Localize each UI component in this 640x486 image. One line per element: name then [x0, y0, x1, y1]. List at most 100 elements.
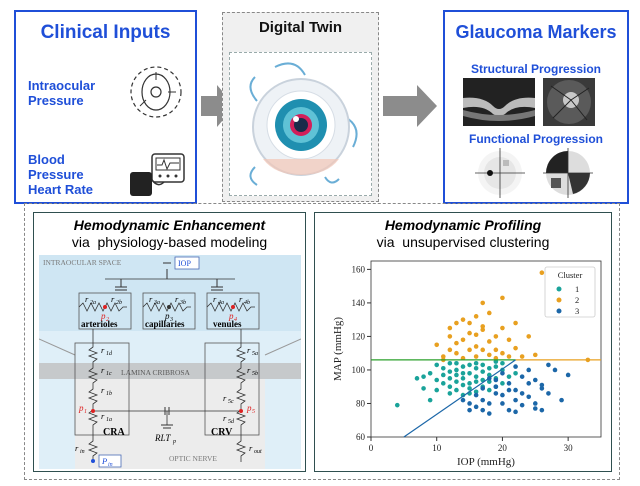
data-point-cluster-3	[552, 367, 558, 373]
y-tick-label: 100	[352, 365, 366, 375]
data-point-cluster-3	[565, 372, 571, 378]
svg-text:5d: 5d	[228, 419, 235, 425]
svg-text:r: r	[175, 294, 179, 304]
data-point-cluster-2	[480, 324, 486, 329]
clinical-inputs-title: Clinical Inputs	[40, 22, 171, 43]
svg-text:4b: 4b	[244, 299, 250, 306]
data-point-cluster-3	[519, 391, 525, 396]
blood-pressure-monitor-icon	[130, 153, 185, 196]
legend-marker-2	[556, 297, 562, 303]
data-point-cluster-1	[480, 369, 486, 374]
data-point-cluster-1	[447, 369, 453, 374]
svg-text:5: 5	[252, 409, 255, 415]
intraocular-space-label: INTRAOCULAR SPACE	[43, 258, 122, 267]
data-point-cluster-1	[440, 372, 446, 378]
data-point-cluster-2	[454, 340, 459, 346]
svg-text:2a: 2a	[90, 300, 96, 306]
data-point-cluster-1	[447, 376, 453, 381]
svg-text:r: r	[75, 443, 79, 453]
svg-text:r: r	[223, 393, 227, 403]
data-point-cluster-2	[493, 347, 499, 353]
y-tick-label: 160	[352, 264, 366, 274]
hemodynamic-profiling-subtitle: via unsupervised clustering	[376, 234, 550, 250]
rlt-label: RLT	[154, 433, 171, 443]
data-point-cluster-3	[539, 382, 545, 388]
data-point-cluster-3	[486, 401, 492, 406]
lamina-cribrosa-label: LAMINA CRIBROSA	[121, 368, 191, 377]
svg-text:4a: 4a	[218, 299, 224, 306]
data-point-cluster-3	[559, 397, 564, 403]
legend-label-1: 1	[575, 284, 579, 294]
svg-text:P: P	[101, 456, 107, 466]
data-point-cluster-3	[493, 391, 499, 396]
data-point-cluster-2	[480, 327, 486, 333]
data-point-cluster-2	[500, 295, 505, 301]
svg-text:r: r	[239, 294, 243, 304]
y-tick-label: 140	[352, 298, 366, 308]
legend-label-3: 3	[575, 306, 579, 316]
data-point-cluster-3	[506, 381, 512, 386]
svg-text:5c: 5c	[228, 399, 234, 405]
data-point-cluster-1	[473, 379, 479, 384]
data-point-cluster-1	[486, 372, 492, 378]
data-point-cluster-3	[493, 377, 499, 383]
hemodynamic-profiling-title: Hemodynamic Profiling	[384, 217, 542, 233]
svg-text:r: r	[111, 294, 115, 304]
data-point-cluster-3	[526, 381, 532, 386]
svg-text:5b: 5b	[252, 371, 258, 377]
svg-text:in: in	[80, 449, 85, 455]
data-point-cluster-2	[532, 352, 538, 358]
data-point-cluster-2	[467, 347, 472, 353]
data-point-cluster-3	[480, 407, 486, 413]
svg-text:in: in	[108, 462, 113, 468]
structural-progression-label: Structural Progression	[470, 62, 602, 76]
data-point-cluster-3	[500, 392, 505, 398]
iop-label: IOP	[178, 259, 191, 268]
data-point-cluster-1	[414, 376, 420, 381]
x-axis-label: IOP (mmHg)	[457, 456, 515, 468]
data-point-cluster-2	[526, 334, 532, 339]
data-point-cluster-3	[480, 386, 486, 391]
data-point-cluster-2	[454, 320, 459, 326]
glaucoma-markers-title: Glaucoma Markers	[455, 22, 617, 42]
legend-marker-3	[556, 308, 562, 314]
data-point-cluster-1	[473, 374, 479, 379]
data-point-cluster-1	[513, 371, 518, 376]
data-point-cluster-1	[493, 364, 499, 369]
data-point-cluster-2	[506, 337, 512, 343]
data-point-cluster-2	[467, 330, 472, 336]
data-point-cluster-1	[480, 362, 486, 368]
data-point-cluster-3	[526, 367, 532, 373]
svg-text:1b: 1b	[106, 391, 112, 397]
data-point-cluster-1	[421, 386, 426, 391]
data-point-cluster-3	[519, 402, 525, 408]
data-point-cluster-1	[447, 360, 453, 366]
data-point-cluster-1	[434, 387, 440, 393]
oct-scan-image	[463, 78, 535, 126]
data-point-cluster-2	[473, 332, 479, 338]
data-point-cluster-2	[473, 354, 479, 359]
data-point-cluster-2	[473, 314, 479, 319]
data-point-cluster-3	[460, 397, 466, 403]
svg-text:p: p	[164, 311, 170, 321]
svg-text:r: r	[101, 411, 105, 421]
data-point-cluster-3	[467, 407, 472, 413]
hemodynamic-enhancement-subtitle: via physiology-based modeling	[71, 234, 268, 250]
data-point-cluster-3	[513, 364, 518, 369]
data-point-cluster-3	[500, 401, 505, 406]
svg-text:p: p	[100, 311, 106, 321]
data-point-cluster-1	[454, 372, 459, 378]
x-tick-label: 30	[564, 443, 574, 453]
data-point-cluster-2	[500, 325, 505, 331]
arterioles-label: arterioles	[81, 319, 118, 329]
data-point-cluster-1	[467, 371, 472, 376]
data-point-cluster-3	[486, 411, 492, 416]
svg-text:3b: 3b	[179, 300, 186, 306]
svg-text:p: p	[78, 403, 84, 413]
legend-marker-1	[556, 286, 562, 292]
legend-title: Cluster	[558, 270, 583, 280]
svg-text:r: r	[249, 443, 253, 453]
data-point-cluster-1	[454, 379, 459, 384]
data-point-cluster-3	[519, 374, 525, 379]
svg-text:2b: 2b	[116, 300, 122, 306]
